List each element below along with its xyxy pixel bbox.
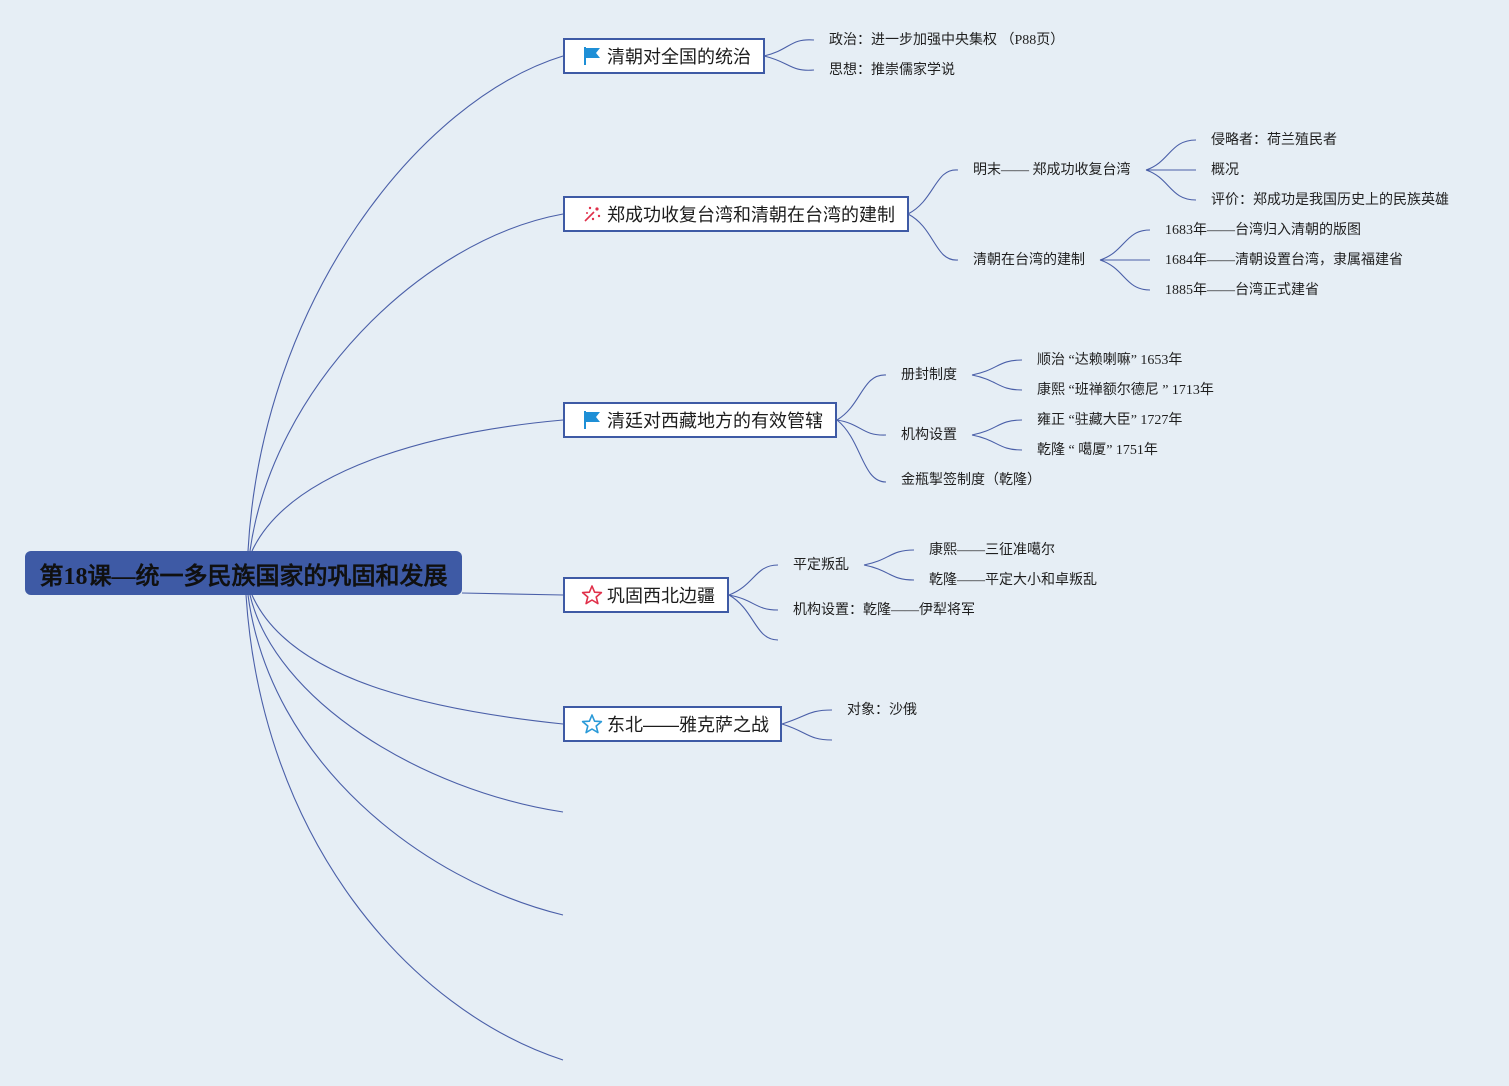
leaf-politics[interactable]: 政治：进一步加强中央集权 （P88页） — [829, 33, 1065, 48]
connector-root-topic-3 — [251, 419, 564, 552]
connector-root-empty-3 — [245, 594, 564, 1061]
topic-label: 巩固西北边疆 — [607, 586, 715, 606]
connector-t2-c2 — [907, 213, 959, 261]
leaf-amban[interactable]: 雍正 “驻藏大臣” 1727年 — [1037, 413, 1183, 428]
sparkle-icon — [581, 203, 603, 225]
leaf-1684[interactable]: 1684年——清朝设置台湾，隶属福建省 — [1165, 253, 1403, 268]
connector-root-topic-5 — [251, 594, 564, 725]
connector-root-empty-2 — [247, 594, 564, 916]
leaf-overview[interactable]: 概况 — [1211, 163, 1239, 178]
connector-t1-c2 — [763, 55, 815, 71]
leaf-kangxi-dzungar[interactable]: 康熙——三征准噶尔 — [929, 543, 1055, 558]
leaf-1683[interactable]: 1683年——台湾归入清朝的版图 — [1165, 223, 1361, 238]
connector-t2-c2-g3 — [1099, 259, 1151, 291]
leaf-kashag[interactable]: 乾隆 “ 噶厦” 1751年 — [1037, 443, 1158, 458]
leaf-dalai[interactable]: 顺治 “达赖喇嘛” 1653年 — [1037, 353, 1183, 368]
connector-t5-c2 — [781, 723, 833, 741]
connector-t3-c3 — [836, 419, 887, 483]
connector-t2-c1-g1 — [1145, 139, 1197, 171]
connector-root-topic-1 — [247, 55, 564, 552]
topic-northeast[interactable]: 东北——雅克萨之战 — [563, 706, 782, 742]
connector-t3-c1-g1 — [971, 359, 1023, 376]
connector-t2-c1-g3 — [1145, 169, 1197, 201]
topic-label: 郑成功收复台湾和清朝在台湾的建制 — [607, 205, 895, 225]
leaf-evaluation[interactable]: 评价：郑成功是我国历史上的民族英雄 — [1211, 193, 1449, 208]
connector-root-topic-2 — [249, 213, 564, 552]
connector-root-topic-4 — [461, 592, 564, 596]
topic-label: 清廷对西藏地方的有效管辖 — [607, 411, 823, 431]
leaf-panchen[interactable]: 康熙 “班禅额尔德尼 ” 1713年 — [1037, 383, 1214, 398]
root-topic[interactable]: 第18课—统一多民族国家的巩固和发展 — [25, 551, 462, 595]
leaf-pacify-rebellion[interactable]: 平定叛乱 — [793, 558, 849, 573]
star-outline-blue-icon — [581, 713, 603, 735]
leaf-ili-general[interactable]: 机构设置：乾隆——伊犁将军 — [793, 603, 975, 618]
leaf-investiture[interactable]: 册封制度 — [901, 368, 957, 383]
connector-t3-c2 — [836, 419, 887, 436]
connector-t2-c1 — [907, 169, 959, 215]
leaf-zheng-recovery[interactable]: 明末—— 郑成功收复台湾 — [973, 163, 1131, 178]
connector-t4-c3 — [728, 594, 779, 641]
topic-tibet[interactable]: 清廷对西藏地方的有效管辖 — [563, 402, 837, 438]
connector-t4-c1 — [728, 564, 779, 596]
connector-t3-c2-g2 — [971, 434, 1023, 451]
connector-t3-c2-g1 — [971, 419, 1023, 436]
leaf-qianlong-khoja[interactable]: 乾隆——平定大小和卓叛乱 — [929, 573, 1097, 588]
topic-taiwan[interactable]: 郑成功收复台湾和清朝在台湾的建制 — [563, 196, 909, 232]
connector-t2-c2-g1 — [1099, 229, 1151, 261]
connector-root-empty-1 — [249, 594, 564, 813]
connector-t4-c2 — [728, 594, 779, 611]
connector-t3-c1-g2 — [971, 374, 1023, 391]
connector-t5-c1 — [781, 709, 833, 725]
leaf-qing-taiwan-system[interactable]: 清朝在台湾的建制 — [973, 253, 1085, 268]
connector-t4-c1-g2 — [863, 564, 915, 581]
star-outline-red-icon — [581, 584, 603, 606]
topic-northwest[interactable]: 巩固西北边疆 — [563, 577, 729, 613]
topic-label: 清朝对全国的统治 — [607, 47, 751, 67]
flag-icon — [581, 45, 603, 67]
connector-t3-c1 — [836, 374, 887, 421]
leaf-institution-tibet[interactable]: 机构设置 — [901, 428, 957, 443]
flag-icon — [581, 409, 603, 431]
leaf-target-russia[interactable]: 对象：沙俄 — [847, 703, 917, 718]
topic-qing-rule[interactable]: 清朝对全国的统治 — [563, 38, 765, 74]
leaf-golden-urn[interactable]: 金瓶掣签制度（乾隆） — [901, 473, 1041, 488]
topic-label: 东北——雅克萨之战 — [607, 715, 769, 735]
leaf-thought[interactable]: 思想：推崇儒家学说 — [829, 63, 955, 78]
leaf-invader[interactable]: 侵略者：荷兰殖民者 — [1211, 133, 1337, 148]
connector-t4-c1-g1 — [863, 549, 915, 566]
connector-t1-c1 — [763, 39, 815, 57]
leaf-1885[interactable]: 1885年——台湾正式建省 — [1165, 283, 1319, 298]
